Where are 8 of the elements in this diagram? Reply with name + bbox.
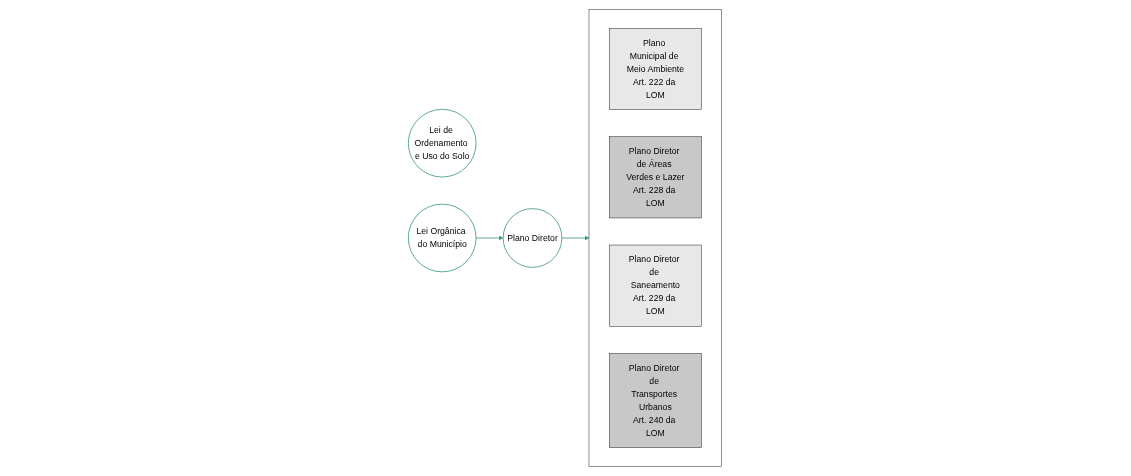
node-circle: Lei de Ordenamento e Uso do Solo — [408, 108, 477, 178]
cluster — [589, 9, 723, 467]
node-box: Plano Diretor de Saneamento Art. 229 da LOM — [609, 244, 703, 327]
node-box: Plano Municipal de Meio Ambiente Art. 222 da LOM — [609, 28, 703, 110]
node-box: Plano Diretor de Transportes Urbanos Art. 240 da LOM — [609, 353, 703, 448]
node-box: Plano Diretor de Áreas Verdes e Lazer Art. 228 da LOM — [609, 136, 703, 219]
node-circle: Plano Diretor — [503, 208, 563, 268]
node-circle: Lei Orgânica do Município — [408, 203, 477, 273]
